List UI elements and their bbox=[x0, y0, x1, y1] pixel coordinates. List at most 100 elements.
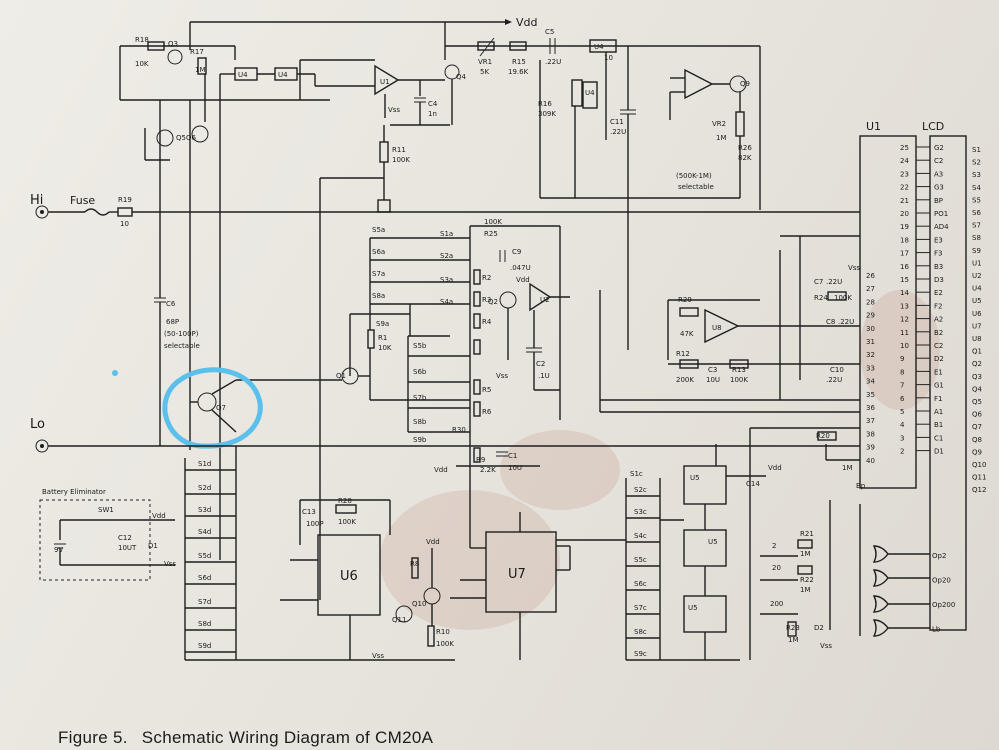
lcd-pin-label: A3 bbox=[934, 170, 943, 178]
r18-label: R18 bbox=[135, 36, 149, 44]
r13-label: R13 bbox=[732, 366, 746, 374]
resistor-r19 bbox=[117, 207, 133, 217]
s6d-label: S6d bbox=[198, 574, 211, 582]
resistor-r21 bbox=[797, 539, 813, 549]
edge-legend-label: S4 bbox=[972, 184, 981, 192]
edge-legend-label: U4 bbox=[972, 285, 982, 293]
s9c-label: S9c bbox=[634, 650, 647, 658]
sw1-label[interactable]: SW1 bbox=[98, 506, 114, 514]
vss4-label: Vss bbox=[848, 264, 860, 272]
r17-value: 1M bbox=[195, 66, 206, 74]
edge-legend-label: Q4 bbox=[972, 385, 983, 393]
opamp-u8 bbox=[704, 308, 740, 344]
switch-bank-c[interactable] bbox=[556, 478, 740, 661]
edge-legend-label: Q8 bbox=[972, 436, 982, 444]
opamp-u2 bbox=[529, 282, 552, 312]
s1a-label: S1a bbox=[440, 230, 453, 238]
q5-label: Q5 bbox=[176, 134, 186, 142]
edge-legend-label: S5 bbox=[972, 196, 981, 204]
u1-pin-number: 25 bbox=[900, 144, 909, 152]
c10-label: C10 bbox=[830, 366, 844, 374]
lcd-block bbox=[929, 135, 967, 631]
lcd-pin-label: B1 bbox=[934, 421, 943, 429]
lcd-pin-label: G3 bbox=[934, 184, 944, 192]
lcd-pin-label: BP bbox=[934, 197, 943, 205]
transistor-q7 bbox=[197, 392, 217, 412]
lcd-pin-label: A1 bbox=[934, 408, 943, 416]
resistor-r9 bbox=[473, 447, 481, 463]
s6c-label: S6c bbox=[634, 580, 647, 588]
r17-label: R17 bbox=[190, 48, 204, 56]
r15-label: R15 bbox=[512, 58, 526, 66]
q2-label: Q2 bbox=[488, 298, 498, 306]
edge-legend-label: Q9 bbox=[972, 448, 982, 456]
s1d-label: S1d bbox=[198, 460, 211, 468]
u1-pin-number: 2 bbox=[900, 448, 904, 456]
lcd-pin-label: B2 bbox=[934, 329, 943, 337]
lcd-output-label: Op2 bbox=[932, 552, 946, 560]
lo-label: Lo bbox=[30, 417, 45, 432]
r24-label: R24 bbox=[814, 294, 828, 302]
resistor-r22 bbox=[797, 565, 813, 575]
u1-pin-number: 36 bbox=[866, 404, 875, 412]
c6-range: (50-100P) bbox=[164, 330, 199, 338]
u1-pin-number: 14 bbox=[900, 289, 909, 297]
c9-value: .047U bbox=[510, 264, 531, 272]
vdd-u5-label: Vdd bbox=[768, 464, 782, 472]
s3d-label: S3d bbox=[198, 506, 211, 514]
edge-legend-label: Q6 bbox=[972, 411, 983, 419]
edge-legend-label: Q5 bbox=[972, 398, 982, 406]
gate-u4-d bbox=[582, 81, 598, 109]
r8-label: R8 bbox=[410, 560, 419, 568]
u1-top-label: U1 bbox=[380, 78, 390, 86]
edge-legend-label: S3 bbox=[972, 171, 981, 179]
transistor-q11 bbox=[395, 605, 413, 623]
q9-label: Q9 bbox=[740, 80, 750, 88]
u1-pin-number: 10 bbox=[900, 342, 909, 350]
u1-pin-number: 38 bbox=[866, 430, 875, 438]
s4a-label: S4a bbox=[440, 298, 453, 306]
r9-label: R9 bbox=[476, 456, 485, 464]
q10-label: Q10 bbox=[412, 600, 426, 608]
xor-gate-bank bbox=[859, 504, 930, 637]
q7-label: Q7 bbox=[216, 404, 226, 412]
figure-title: Schematic Wiring Diagram of CM20A bbox=[141, 728, 434, 747]
lcd-output-label: Op200 bbox=[932, 601, 955, 609]
r19-value: 10 bbox=[120, 220, 129, 228]
fuse-label: Fuse bbox=[70, 194, 95, 207]
r1-label: R1 bbox=[378, 334, 387, 342]
edge-legend-label: Q12 bbox=[972, 486, 986, 494]
u1-pin-number: 13 bbox=[900, 302, 909, 310]
hi-label: Hi bbox=[30, 193, 43, 208]
s6b-label: S6b bbox=[413, 368, 427, 376]
r22-value: 1M bbox=[800, 586, 811, 594]
c8-label: C8 bbox=[826, 318, 835, 326]
u4c-label: U4 bbox=[594, 43, 604, 51]
edge-legend-label: U5 bbox=[972, 297, 982, 305]
lcd-pin-label: E2 bbox=[934, 289, 943, 297]
r2-label: R2 bbox=[482, 274, 491, 282]
s8b-label: S8b bbox=[413, 418, 427, 426]
vdd-bot-label: Vdd bbox=[434, 466, 448, 474]
c10-value: .22U bbox=[826, 376, 842, 384]
switch-bank-a[interactable] bbox=[369, 225, 561, 470]
d2-label: D2 bbox=[814, 624, 824, 632]
s8c-label: S8c bbox=[634, 628, 647, 636]
switch-bank-b[interactable] bbox=[407, 335, 470, 433]
r20-value: 1M bbox=[842, 464, 853, 472]
edge-legend-label: Q10 bbox=[972, 461, 986, 469]
switch-bank-d[interactable] bbox=[184, 446, 455, 661]
u1-pin-number: 15 bbox=[900, 276, 909, 284]
lcd-pin-label: D3 bbox=[934, 276, 944, 284]
vdd-q2-label: Vdd bbox=[516, 276, 530, 284]
edge-legend-label: U1 bbox=[972, 259, 982, 267]
edge-legend-label: U6 bbox=[972, 310, 982, 318]
u1-pin-number: 28 bbox=[866, 298, 875, 306]
edge-legend-label: S6 bbox=[972, 209, 981, 217]
stain bbox=[380, 490, 560, 630]
nine-v-label: 9V bbox=[54, 546, 63, 554]
lcd-pin-label: E1 bbox=[934, 368, 943, 376]
